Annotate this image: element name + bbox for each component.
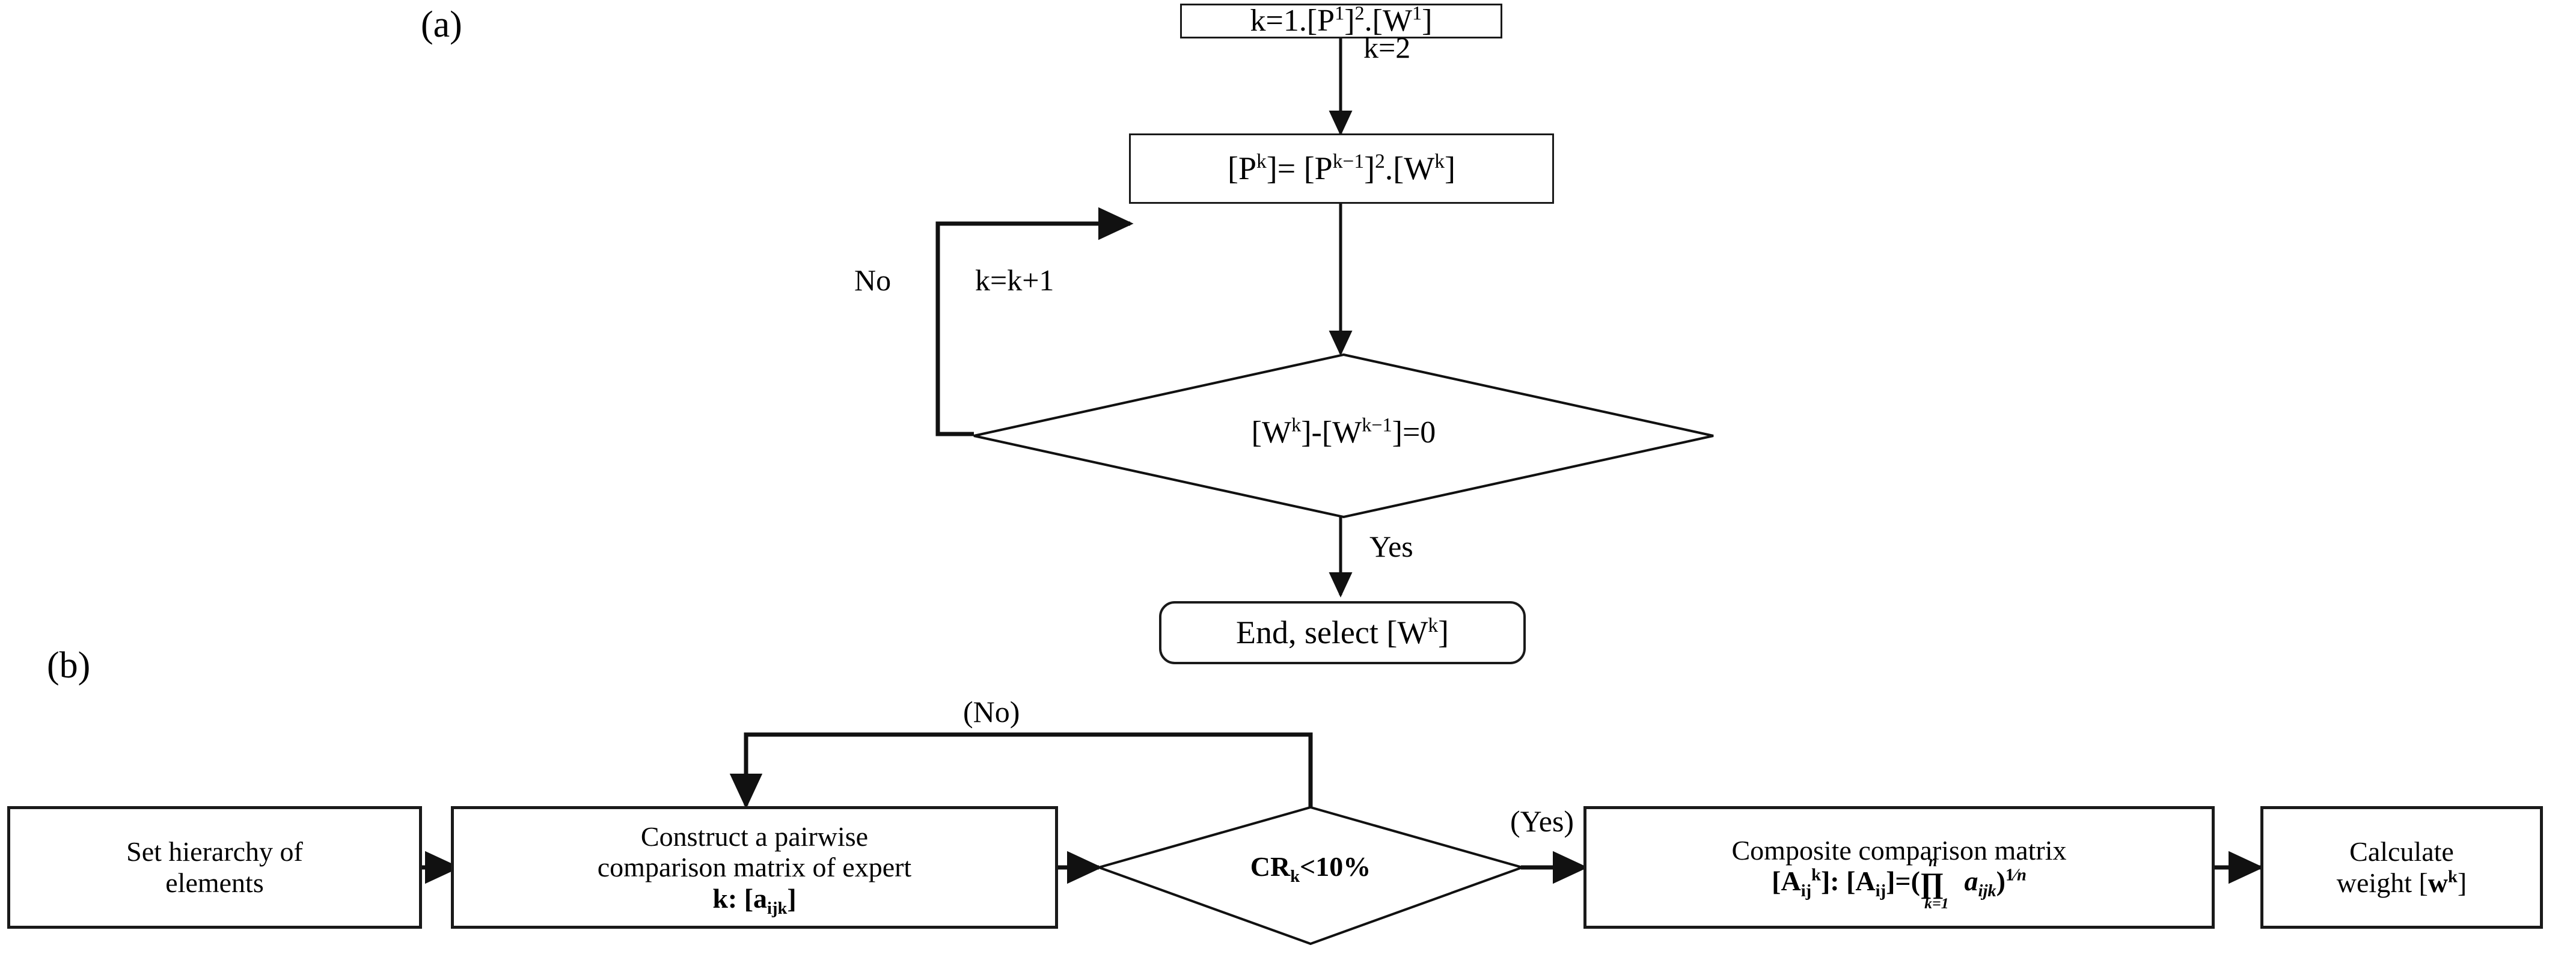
calculate-weight-text: Calculate weight [wk] [2337,836,2467,898]
pairwise-matrix-box[interactable]: Construct a pairwise comparison matrix o… [451,806,1058,929]
initial-power-matrix-text: k=1.[P1]2.[W1] [1250,2,1433,38]
composite-comparison-matrix-box[interactable]: Composite comparison matrix [Aijk]: [Aij… [1583,806,2215,929]
edge-label-yes-b: (Yes) [1510,804,1574,838]
calculate-weight-box[interactable]: Calculate weight [wk] [2260,806,2543,929]
composite-line-1: Composite comparison matrix [1731,834,2067,866]
set-hierarchy-line-2: elements [165,867,264,898]
pairwise-line-1: Construct a pairwise [640,821,869,852]
power-iteration-text: [Pk]= [Pk−1]2.[Wk] [1228,150,1455,187]
edge-label-no: No [854,263,892,297]
end-select-weights-box[interactable]: End, select [Wk] [1159,601,1526,664]
edge-cr-no-feedback-loop [729,732,1313,809]
edge-label-no-b: (No) [963,695,1020,729]
convergence-decision-text: [Wk]-[Wk−1]=0 [1251,414,1436,450]
edge-no-feedback-loop [935,207,1134,436]
power-iteration-box[interactable]: [Pk]= [Pk−1]2.[Wk] [1129,133,1554,204]
pairwise-matrix-text: Construct a pairwise comparison matrix o… [597,821,912,918]
set-hierarchy-box[interactable]: Set hierarchy of elements [7,806,422,929]
consistency-ratio-text: CRk<10% [1250,851,1371,887]
panel-tag-b: (b) [47,645,91,686]
pairwise-line-3: k: [aijk] [712,882,797,918]
end-select-weights-text: End, select [Wk] [1235,614,1449,651]
edge-label-k-equals-2: k=2 [1363,31,1411,64]
initial-power-matrix-box[interactable]: k=1.[P1]2.[W1] [1180,2,1502,38]
edge-label-k-increment: k=k+1 [975,263,1054,297]
pairwise-line-2: comparison matrix of expert [597,852,912,883]
set-hierarchy-line-1: Set hierarchy of [126,836,303,867]
calculate-weight-line-1: Calculate [2349,836,2454,867]
composite-comparison-text: Composite comparison matrix [Aijk]: [Aij… [1731,834,2067,913]
calculate-weight-line-2: weight [wk] [2336,867,2467,898]
set-hierarchy-text: Set hierarchy of elements [126,836,303,898]
edge-label-yes: Yes [1369,530,1413,563]
panel-tag-a: (a) [421,4,462,45]
